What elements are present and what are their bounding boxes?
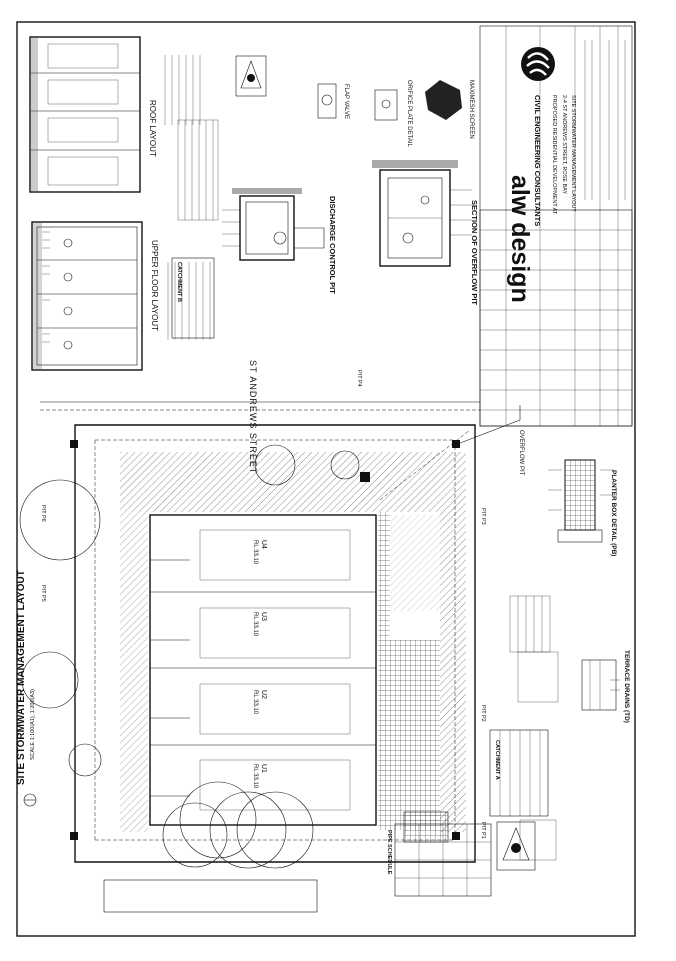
planter-title: PLANTER BOX DETAIL (PB)	[610, 470, 617, 556]
unit-rl: RL 33.10	[252, 612, 258, 637]
unit-label: U3	[260, 612, 267, 621]
catchment-a-title: CATCHMENT A	[494, 740, 500, 780]
unit-label: U2	[260, 690, 267, 699]
unit-rl: RL 33.10	[252, 540, 258, 565]
discharge-title: DISCHARGE CONTROL PIT	[328, 196, 337, 294]
catchment-b-title: CATCHMENT B	[176, 262, 182, 302]
warning-triangle-icon	[496, 821, 536, 871]
company-logo-icon	[521, 47, 555, 81]
overflow-pit-label: OVERFLOW PIT	[518, 430, 524, 476]
title-block: alw design CIVIL ENGINEERING CONSULTANTS…	[479, 25, 633, 427]
maxmesh-title: MAXIMESH SCREEN	[468, 80, 474, 139]
catchment-b-table: CATCHMENT B	[171, 257, 215, 339]
north-arrow-icon	[23, 793, 37, 807]
upper-floor-plan: UPPER FLOOR LAYOUT	[31, 221, 211, 371]
maxmesh-screen-detail: MAXIMESH SCREEN	[425, 80, 474, 139]
terrace-title: TERRACE DRAINS (TD)	[623, 650, 630, 723]
orifice-plate-detail: ORIFICE PLATE DETAIL	[374, 80, 412, 147]
main-scale: SCALE 1:100(A1), 1:200(A3)	[30, 689, 36, 760]
discharge-control-pit-detail: DISCHARGE CONTROL PIT	[222, 188, 337, 294]
pit-label: PIT P5	[40, 585, 46, 602]
pipe-schedule: PIPE SCHEDULE	[386, 823, 492, 897]
project-line: PROPOSED RESIDENTIAL DEVELOPMENT AT	[551, 95, 557, 215]
overflow-section-title: SECTION OF OVERFLOW PIT	[470, 200, 479, 305]
unit-label: U1	[260, 764, 267, 773]
company-subtitle: CIVIL ENGINEERING CONSULTANTS	[533, 95, 542, 226]
flap-valve-detail: FLAP VALVE	[317, 83, 349, 119]
bottom-left-box	[103, 879, 318, 913]
revision-table	[479, 209, 633, 427]
pit-label: PIT P2	[480, 705, 486, 722]
orifice-title: ORIFICE PLATE DETAIL	[406, 80, 412, 147]
planter-box-detail: PLANTER BOX DETAIL (PB)	[548, 459, 617, 556]
upper-floor-title: UPPER FLOOR LAYOUT	[150, 240, 159, 331]
roof-plan: ROOF LAYOUT	[29, 36, 219, 221]
pit-label: PIT P3	[480, 508, 486, 525]
unit-rl: RL 33.10	[252, 690, 258, 715]
pipe-schedule-title: PIPE SCHEDULE	[386, 830, 392, 875]
warning-triangle-icon	[235, 55, 267, 97]
pit-label: PIT P4	[356, 370, 362, 387]
flap-valve-title: FLAP VALVE	[343, 84, 349, 119]
main-title: SITE STORMWATER MANAGEMENT LAYOUT	[16, 570, 27, 785]
tree-canopies	[19, 444, 360, 869]
site-plan: ST ANDREWS STREET U1 RL 33.10 U2 RL 33.1…	[16, 360, 524, 869]
company-name: alw design	[506, 175, 534, 303]
pit-label: PIT P1	[480, 822, 486, 839]
note-blocks	[509, 595, 559, 861]
roof-title: ROOF LAYOUT	[148, 100, 157, 157]
address-line: 2-4 ST ANDREWS STREET, ROSE BAY	[561, 95, 567, 194]
pit-label: PIT P6	[40, 505, 46, 522]
street-name: ST ANDREWS STREET	[248, 360, 258, 474]
sheet-title: SITE STORMWATER MANAGEMENT LAYOUT	[570, 95, 576, 212]
overflow-pit-section: SECTION OF OVERFLOW PIT	[372, 160, 479, 305]
sheet-border	[16, 21, 636, 937]
terrace-drains-detail: TERRACE DRAINS (TD)	[581, 650, 630, 723]
unit-rl: RL 33.10	[252, 764, 258, 789]
unit-label: U4	[260, 540, 267, 549]
catchment-a-table: CATCHMENT A	[489, 729, 549, 817]
